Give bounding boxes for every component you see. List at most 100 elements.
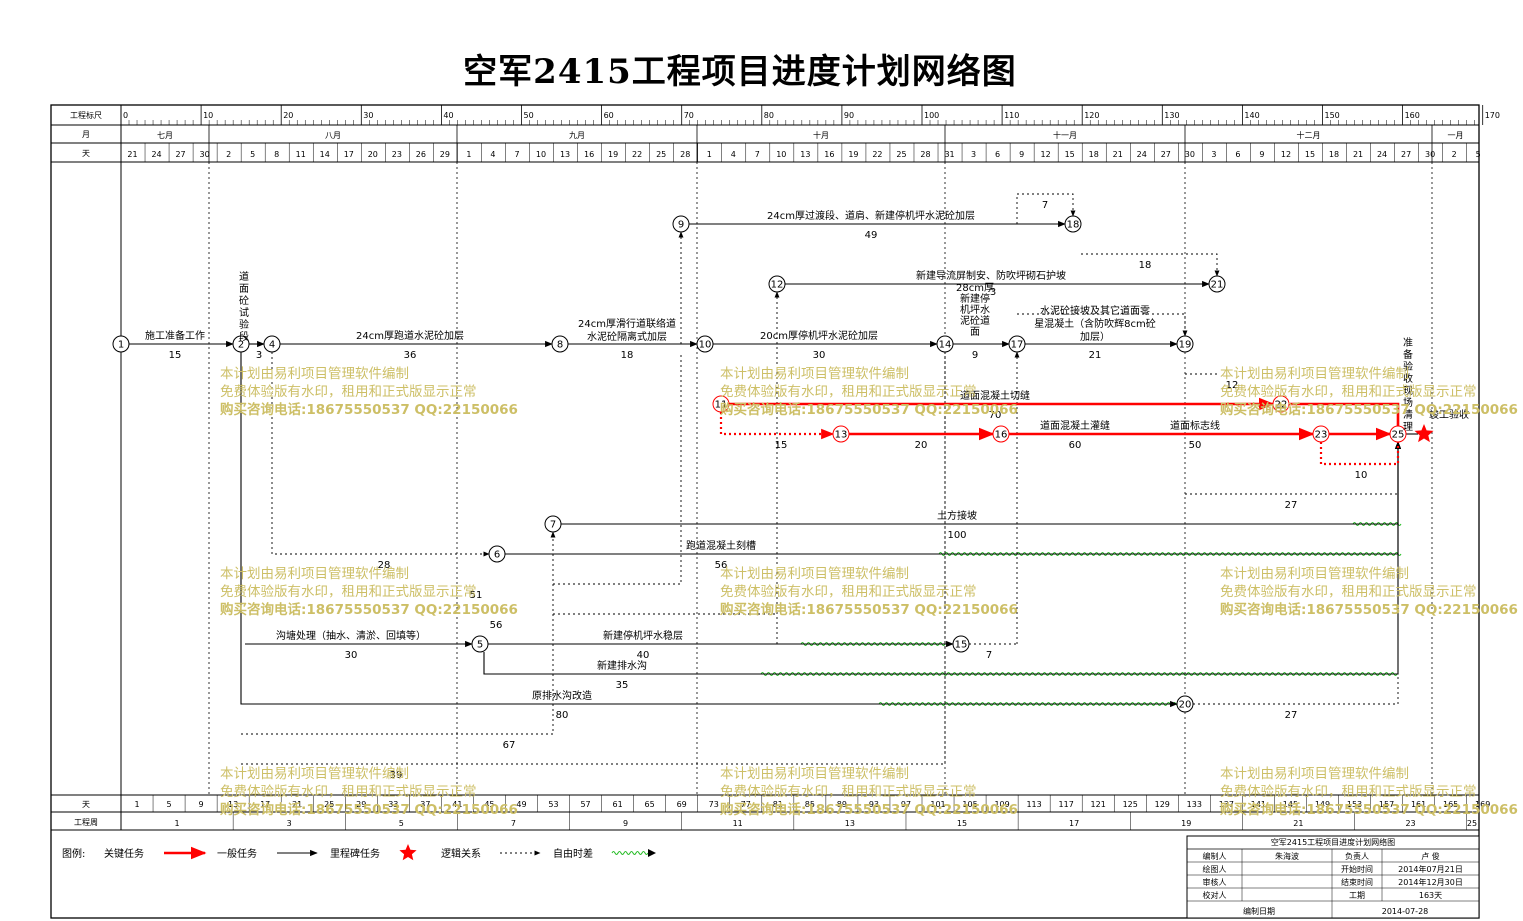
footer-day-tick: 37	[420, 800, 430, 809]
task-name-base: 新建停机坪水稳层	[603, 629, 683, 642]
footer-week-tick: 21	[1293, 819, 1303, 828]
month-label: 十月	[813, 130, 829, 140]
legend-milestone-star-icon	[399, 844, 417, 861]
node-number: 9	[678, 220, 684, 231]
watermark-text: 购买咨询电话:18675550537 QQ:22150066	[1220, 801, 1518, 818]
task-duration-fill: 60	[1069, 440, 1082, 451]
day-tick: 19	[608, 150, 618, 159]
scale-tick: 70	[684, 111, 694, 120]
node-circle	[551, 335, 569, 353]
node-circle	[112, 335, 130, 353]
watermark-text: 免费体验版有水印，租用和正式版显示正常	[220, 784, 477, 800]
node-number: 17	[1011, 340, 1024, 351]
edge-dummy-19	[1017, 313, 1188, 337]
node-number: 19	[1179, 340, 1192, 351]
footer-week-label: 工程周	[74, 818, 98, 827]
footer-day-tick: 153	[1347, 800, 1362, 809]
task-name-runway: 24cm厚跑道水泥砼加层	[356, 329, 464, 342]
watermark-text: 本计划由易利项目管理软件编制	[720, 766, 909, 782]
task-duration-slope: 21	[1089, 350, 1102, 361]
day-tick: 5	[250, 150, 255, 159]
edge-dummy-28	[271, 352, 490, 557]
day-tick: 24	[151, 150, 161, 159]
scale-row-label: 工程标尺	[70, 110, 102, 120]
day-tick: 30	[200, 150, 210, 159]
task-name-trial: 道面砼试验段	[239, 270, 249, 343]
day-tick: 14	[320, 150, 330, 159]
task-name-accept: 准备验收现场清理	[1403, 337, 1413, 433]
day-tick: 15	[1065, 150, 1075, 159]
task-duration-ditch: 30	[345, 650, 358, 661]
duration-label: 15	[775, 440, 788, 451]
edge-dummy-27b	[1193, 441, 1401, 705]
footer-day-tick: 145	[1283, 800, 1298, 809]
info-cell: 工期	[1349, 891, 1365, 900]
day-tick: 15	[1305, 150, 1315, 159]
footer-day-tick: 69	[677, 800, 687, 809]
day-tick: 25	[656, 150, 666, 159]
node-circle	[1312, 425, 1330, 443]
node-number: 5	[477, 640, 483, 651]
footer-day-tick: 49	[516, 800, 526, 809]
info-cell: 163天	[1419, 891, 1442, 900]
task-name-groove: 跑道混凝土刻槽	[686, 539, 756, 552]
node-circle	[1064, 215, 1082, 233]
day-tick: 27	[1161, 150, 1171, 159]
scale-tick: 40	[443, 111, 453, 120]
day-tick: 29	[440, 150, 450, 159]
watermark-text: 免费体验版有水印，租用和正式版显示正常	[720, 384, 977, 400]
footer-day-tick: 149	[1315, 800, 1330, 809]
duration-label: 10	[1355, 470, 1368, 481]
watermark-text: 本计划由易利项目管理软件编制	[220, 366, 409, 382]
edge-drain	[483, 441, 1402, 675]
edge-dummy-67	[241, 531, 556, 735]
node-number: 15	[955, 640, 968, 651]
node-number: 8	[557, 340, 563, 351]
footer-day-tick: 41	[452, 800, 462, 809]
info-cell: 负责人	[1345, 851, 1369, 861]
day-tick: 13	[560, 150, 570, 159]
task-duration-old-drain: 80	[556, 710, 569, 721]
task-name-slope-c: 加层）	[1080, 331, 1110, 343]
node-circle	[712, 395, 730, 413]
footer-week-tick: 3	[287, 819, 292, 828]
footer-day-tick: 73	[709, 800, 719, 809]
footer-day-tick: 133	[1187, 800, 1202, 809]
node-number: 20	[1179, 700, 1192, 711]
task-name-prep: 施工准备工作	[145, 329, 205, 342]
month-label: 九月	[569, 131, 585, 140]
node-number: 25	[1392, 430, 1405, 441]
duration-label: 39	[390, 770, 403, 781]
footer-day-tick: 93	[869, 800, 879, 809]
node-number: 21	[1211, 280, 1224, 291]
scale-tick: 120	[1084, 111, 1099, 120]
task-duration-apron20: 30	[813, 350, 826, 361]
task-name-taxi-b: 水泥砼隔离式加层	[587, 330, 667, 343]
day-tick: 21	[127, 150, 137, 159]
footer-day-tick: 101	[930, 800, 945, 809]
footer-day-tick: 121	[1091, 800, 1106, 809]
duration-label: 20	[915, 440, 928, 451]
info-date-value: 2014-07-28	[1382, 907, 1429, 916]
day-tick: 28	[680, 150, 690, 159]
watermark-text: 本计划由易利项目管理软件编制	[720, 566, 909, 582]
month-label: 七月	[157, 131, 173, 140]
task-name-ditch: 沟塘处理（抽水、清淤、回填等）	[276, 629, 426, 642]
day-tick: 12	[1041, 150, 1051, 159]
watermark-text: 本计划由易利项目管理软件编制	[220, 766, 409, 782]
day-tick: 18	[1089, 150, 1099, 159]
scale-tick: 100	[924, 111, 939, 120]
edge-dummy-21	[1081, 253, 1220, 277]
info-cell: 卢 俊	[1421, 851, 1440, 861]
task-duration-transition: 49	[865, 230, 878, 241]
day-tick: 21	[1113, 150, 1123, 159]
footer-week-tick: 23	[1405, 819, 1415, 828]
day-tick: 27	[175, 150, 185, 159]
info-cell: 开始时间	[1341, 864, 1373, 874]
footer-day-tick: 169	[1475, 800, 1490, 809]
info-date-label: 编制日期	[1243, 906, 1275, 916]
day-tick: 10	[536, 150, 546, 159]
footer-day-tick: 81	[773, 800, 783, 809]
day-tick: 20	[368, 150, 378, 159]
task-name-final: 竣工验收	[1429, 408, 1469, 421]
